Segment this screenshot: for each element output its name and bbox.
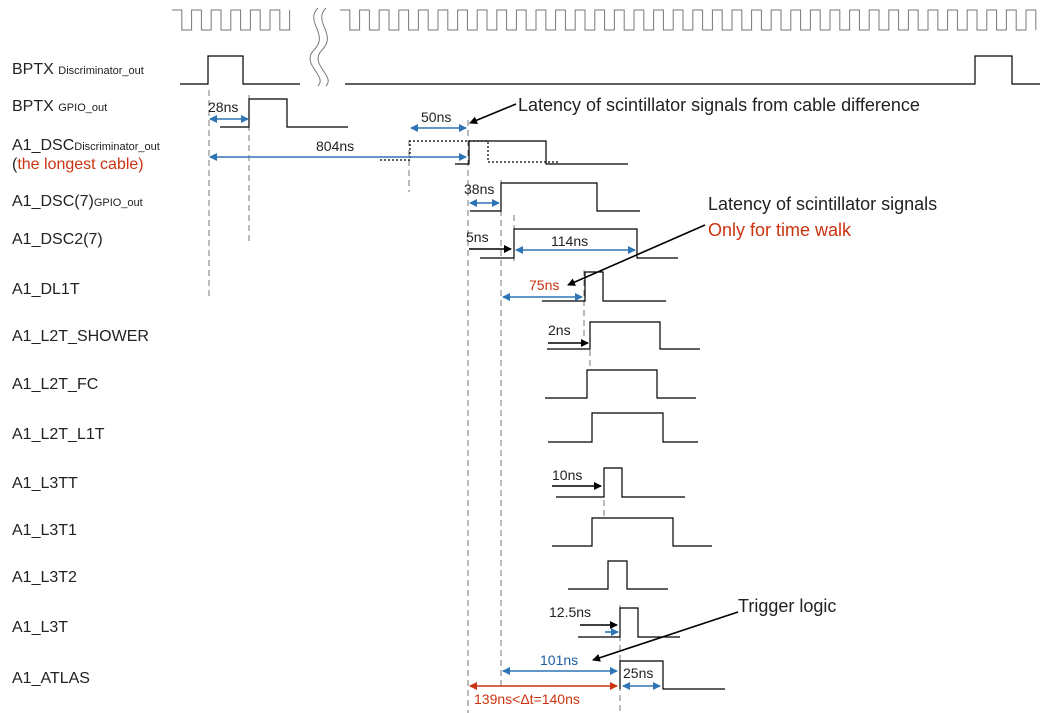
signal-label-a1-dl1t: A1_DL1T: [12, 281, 80, 298]
interval-label-50ns: 50ns: [421, 109, 451, 125]
signal-label-bptx-gpio: BPTX GPIO_out: [12, 98, 107, 115]
signal-label-a1-l2t-fc: A1_L2T_FC: [12, 376, 98, 393]
waveform-a1-l2t-fc: [545, 369, 696, 399]
interval-label-75ns: 75ns: [529, 277, 559, 293]
signal-label-a1-l3t1: A1_L3T1: [12, 522, 77, 539]
signal-label-a1-l3t2: A1_L3T2: [12, 569, 77, 586]
signal-label-bptx-disc: BPTX Discriminator_out: [12, 61, 144, 78]
interval-label-5ns: 5ns: [466, 229, 489, 245]
clock-signal-right: [340, 9, 1037, 31]
waveform-a1-l3t2: [568, 560, 668, 590]
interval-label-25ns: 25ns: [623, 665, 653, 681]
waveform-a1-dsc-dotted: [380, 140, 560, 163]
annotation-sci-latency: Latency of scintillator signals: [708, 194, 937, 214]
waveform-a1-dl1t: [542, 271, 666, 302]
clock-break-mark: [317, 7, 329, 87]
interval-label-38ns: 38ns: [464, 181, 494, 197]
annotation-trigger-logic: Trigger logic: [738, 596, 836, 616]
callout-arrow-cable-latency: [469, 103, 517, 125]
signal-label-a1-l2t-l1t: A1_L2T_L1T: [12, 426, 105, 443]
waveform-a1-l3t1: [552, 517, 712, 547]
signal-label-a1-l2t-shower: A1_L2T_SHOWER: [12, 328, 149, 345]
signal-label-a1-dsc2-7: A1_DSC2(7): [12, 231, 103, 248]
interval-label-total: 139ns<Δt=140ns: [474, 691, 580, 707]
interval-label-804ns: 804ns: [316, 138, 354, 154]
waveform-a1-dsc2-7: [480, 228, 678, 259]
waveform-a1-l2t-l1t: [548, 412, 698, 443]
waveform-a1-l2t-shower: [547, 321, 700, 350]
interval-label-10ns: 10ns: [552, 467, 582, 483]
waveform-bptx-disc: [180, 55, 1040, 85]
annotation-time-walk: Only for time walk: [708, 220, 852, 240]
interval-label-2ns: 2ns: [548, 322, 571, 338]
signal-label-a1-dsc7-gpio: A1_DSC(7)GPIO_out: [12, 193, 143, 210]
interval-label-114ns: 114ns: [551, 233, 588, 249]
signal-label-a1-dsc: A1_DSCDiscriminator_out: [12, 137, 160, 154]
interval-label-101ns: 101ns: [540, 652, 578, 668]
waveform-a1-dsc: [455, 140, 628, 165]
interval-label-12-5ns: 12.5ns: [549, 604, 591, 620]
callout-arrow-trigger-logic: [592, 611, 739, 662]
interval-label-28ns: 28ns: [208, 99, 238, 115]
clock-break-mark: [309, 7, 321, 87]
annotation-cable-latency: Latency of scintillator signals from cab…: [518, 95, 920, 115]
signal-label-a1-l3tt: A1_L3TT: [12, 475, 78, 492]
signal-label-a1-l3t: A1_L3T: [12, 619, 68, 636]
waveform-bptx-gpio: [220, 98, 348, 128]
signal-label-a1-atlas: A1_ATLAS: [12, 670, 90, 687]
waveform-a1-l3t: [578, 607, 680, 638]
longest-cable-note: (the longest cable): [12, 156, 144, 173]
clock-signal-left: [172, 9, 291, 31]
callout-arrow-time-walk: [567, 224, 706, 286]
waveform-a1-l3tt: [556, 467, 685, 498]
waveform-a1-dsc7-gpio: [470, 182, 640, 212]
waveform-a1-atlas: [619, 660, 725, 690]
